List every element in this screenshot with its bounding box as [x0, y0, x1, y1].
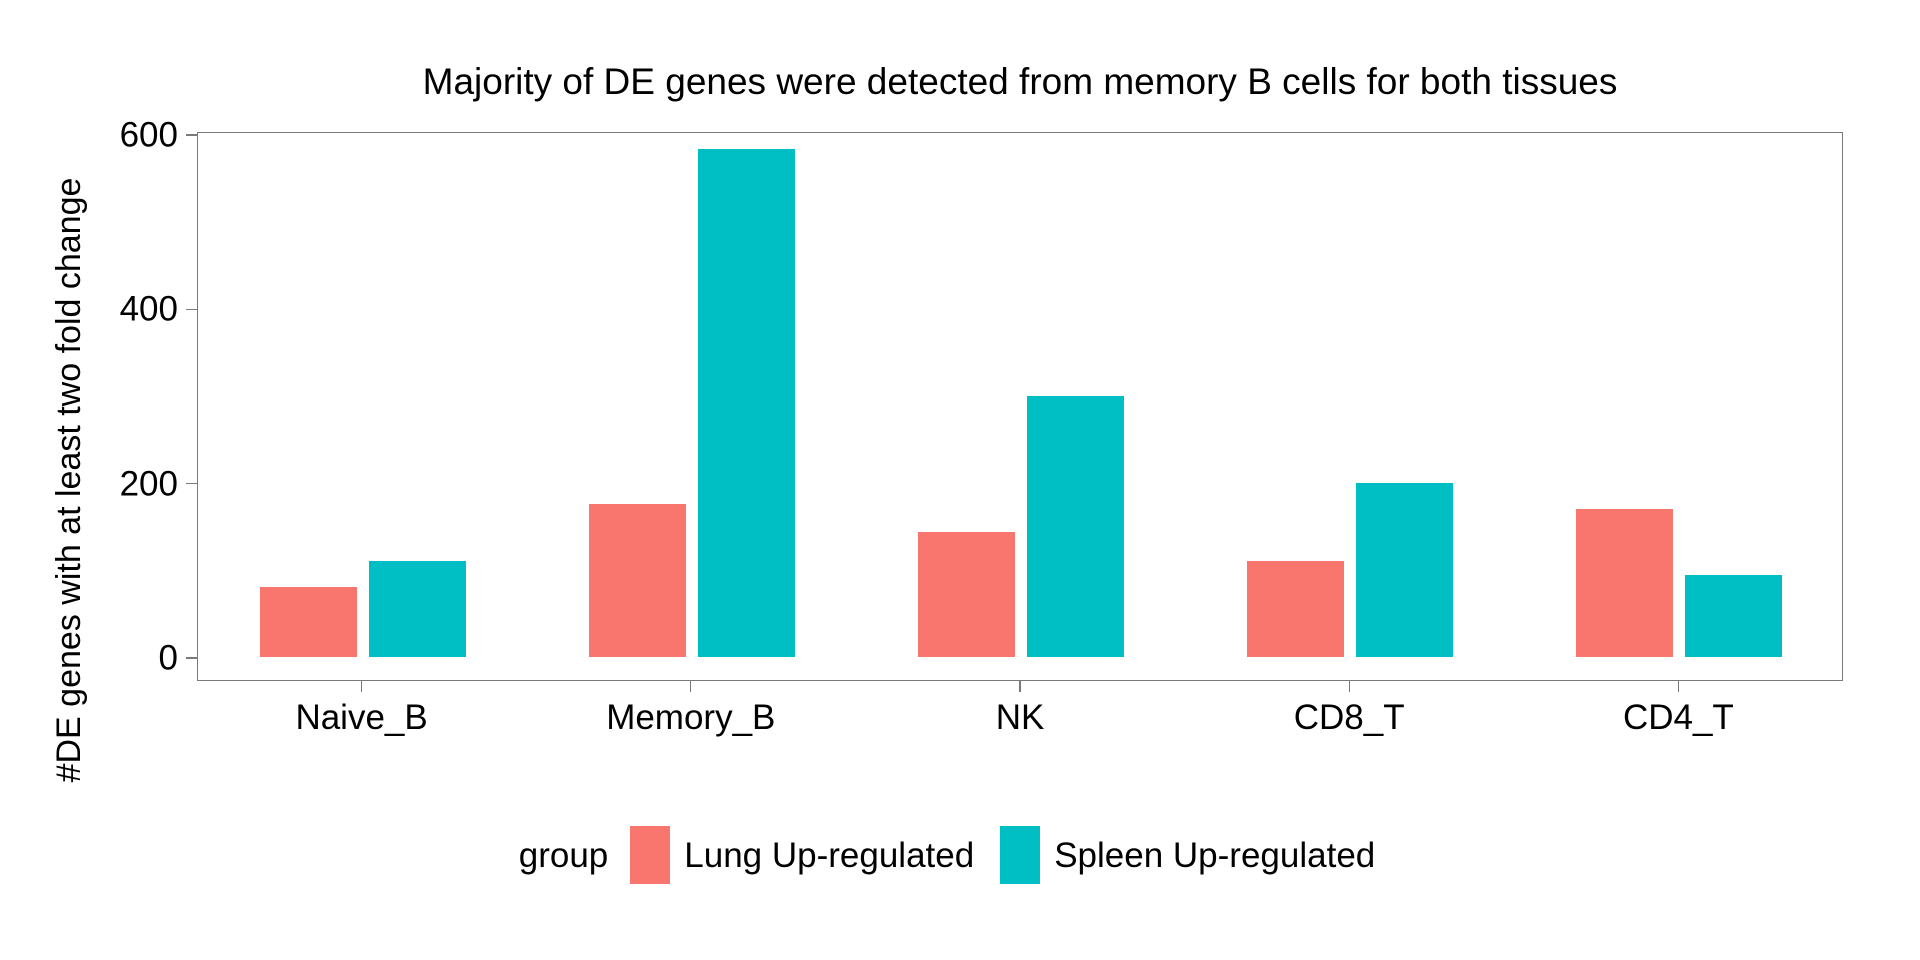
bar-naive_b-spleen	[368, 561, 466, 657]
legend-label: Spleen Up-regulated	[1054, 835, 1376, 875]
y-tick-label: 200	[119, 464, 178, 504]
legend-entry-list: Lung Up-regulated Spleen Up-regulated	[630, 826, 1401, 884]
legend-label: Lung Up-regulated	[684, 835, 975, 875]
x-tick-mark	[1677, 681, 1680, 692]
bar-memory_b-lung	[588, 504, 686, 657]
x-tick-mark	[1019, 681, 1021, 692]
y-tick-label: 0	[158, 638, 178, 678]
legend-swatch-icon	[630, 826, 671, 884]
bar-nk-spleen	[1026, 395, 1125, 657]
bar-nk-lung	[917, 532, 1016, 657]
legend-item-lung[interactable]: Lung Up-regulated	[630, 826, 974, 884]
x-tick-label: NK	[995, 698, 1045, 737]
x-tick-label: Memory_B	[606, 698, 776, 737]
y-tick-mark	[186, 134, 197, 136]
y-tick-mark	[186, 482, 197, 485]
bar-naive_b-lung	[259, 587, 357, 657]
y-tick-label: 400	[119, 289, 178, 329]
y-tick-mark	[186, 657, 197, 659]
y-axis-title: #DE genes with at least two fold change	[50, 177, 88, 783]
plot-panel	[197, 132, 1843, 681]
bar-cd4_t-lung	[1576, 508, 1674, 657]
bar-cd8_t-lung	[1247, 561, 1345, 657]
x-tick-mark	[1348, 681, 1350, 692]
x-tick-mark	[690, 681, 692, 692]
x-tick-label: Naive_B	[295, 698, 428, 737]
bar-cd8_t-spleen	[1356, 482, 1454, 657]
legend-item-spleen[interactable]: Spleen Up-regulated	[1000, 826, 1375, 884]
plot-area	[198, 133, 1842, 680]
x-tick-mark	[360, 681, 363, 692]
chart-title: Majority of DE genes were detected from …	[422, 60, 1618, 102]
y-tick-mark	[186, 308, 197, 311]
bar-cd4_t-spleen	[1685, 575, 1783, 657]
x-tick-label: CD4_T	[1622, 698, 1734, 737]
x-tick-label: CD8_T	[1293, 698, 1405, 737]
legend-title: group	[518, 835, 609, 875]
legend-swatch-icon	[1000, 826, 1041, 884]
chart-legend: group Lung Up-regulated Spleen Up-regulat…	[0, 820, 1920, 890]
y-tick-label: 600	[119, 115, 178, 155]
bar-memory_b-spleen	[697, 148, 795, 657]
